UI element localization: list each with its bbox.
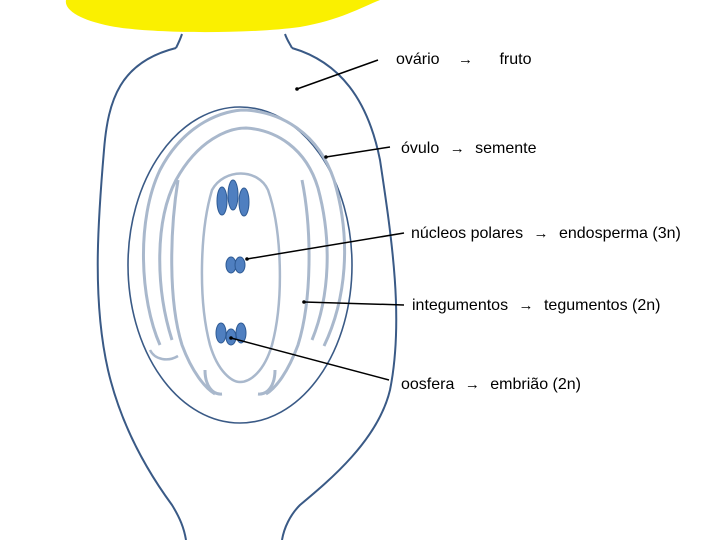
label-integumentos-to: tegumentos (2n) — [543, 297, 661, 314]
antipodal-cell-2 — [227, 179, 239, 211]
synergid-left — [215, 322, 227, 344]
label-oosfera: oosfera → embrião (2n) — [401, 375, 581, 395]
inner-integument-left — [170, 179, 216, 396]
ovary-wall — [96, 47, 398, 540]
label-nucleos-polares-from: núcleos polares — [411, 225, 524, 242]
inner-integument-right — [265, 179, 311, 396]
antipodal-cell-1 — [216, 186, 228, 216]
label-ovulo: óvulo → semente — [401, 139, 537, 159]
label-oosfera-to: embrião (2n) — [490, 376, 581, 393]
label-ovulo-from: óvulo — [401, 140, 440, 157]
middle-integument — [158, 126, 329, 341]
pointer-integumentos-dot — [302, 300, 306, 304]
label-ovario: ovário → fruto — [396, 50, 532, 70]
label-oosfera-from: oosfera — [401, 376, 455, 393]
arrow-icon: → — [518, 297, 534, 314]
label-ovulo-to: semente — [475, 140, 537, 157]
micropyle-left — [203, 369, 223, 396]
pointer-integumentos — [303, 301, 405, 306]
pointer-oosfera-dot — [229, 336, 233, 340]
ovule-wall — [127, 106, 353, 424]
label-ovario-from: ovário — [396, 51, 440, 68]
pointer-ovario-dot — [295, 87, 299, 91]
pointer-ovulo-dot — [324, 155, 328, 159]
embryo-sac — [200, 172, 282, 384]
arrow-icon: → — [464, 376, 480, 393]
arrow-icon: → — [458, 51, 474, 68]
polar-nucleus-2 — [234, 256, 246, 274]
synergid-right — [235, 322, 247, 344]
label-nucleos-polares-to: endosperma (3n) — [558, 225, 681, 242]
pointer-nucleos-polares — [246, 232, 405, 260]
antipodal-cell-3 — [238, 187, 250, 217]
label-integumentos: integumentos → tegumentos (2n) — [412, 296, 660, 316]
outer-integument — [142, 108, 347, 347]
style-right-edge — [284, 33, 293, 49]
pointer-ovario — [296, 59, 379, 90]
arrow-icon: → — [533, 225, 549, 242]
pointer-nucleos-polares-dot — [245, 257, 249, 261]
style-left-edge — [175, 33, 183, 49]
micropyle-right — [257, 369, 277, 396]
label-integumentos-from: integumentos — [412, 297, 509, 314]
label-nucleos-polares: núcleos polares → endosperma (3n) — [411, 224, 681, 244]
pointer-ovulo — [325, 146, 391, 158]
stigma — [65, 0, 380, 33]
arrow-icon: → — [449, 140, 465, 157]
label-ovario-to: fruto — [499, 51, 532, 68]
funiculus-curve — [148, 349, 179, 361]
pointer-oosfera — [230, 337, 390, 381]
